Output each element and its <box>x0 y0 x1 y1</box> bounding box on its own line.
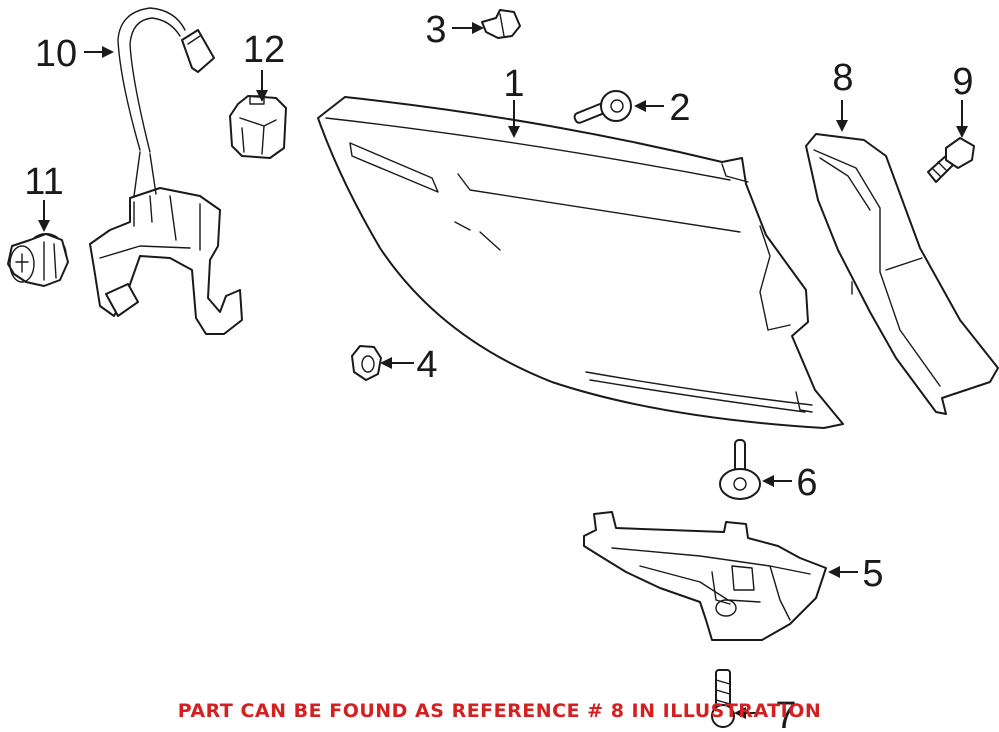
screw-2-part <box>573 90 632 124</box>
callout-11: 11 <box>24 161 63 203</box>
callout-9: 9 <box>952 61 973 103</box>
connector-12-part <box>229 95 287 159</box>
bolt-6-part <box>719 439 761 500</box>
tail-lamp-assembly-part <box>317 96 844 429</box>
callout-6: 6 <box>796 462 817 504</box>
callout-7: 7 <box>775 695 796 732</box>
bolt-9-part <box>927 137 975 183</box>
callout-2: 2 <box>669 87 690 129</box>
callout-4: 4 <box>416 344 437 386</box>
trim-panel-8-part <box>805 133 999 415</box>
nut-4-part <box>351 345 382 381</box>
bracket-5-part <box>583 511 827 641</box>
reference-notice: PART CAN BE FOUND AS REFERENCE # 8 IN IL… <box>177 700 822 722</box>
screw-7-part <box>711 669 735 728</box>
callout-10: 10 <box>35 33 77 75</box>
callout-1: 1 <box>503 63 524 105</box>
callout-5: 5 <box>862 553 883 595</box>
clip-3-part <box>481 9 521 39</box>
callout-3: 3 <box>425 9 446 51</box>
callout-12: 12 <box>243 29 285 71</box>
wiring-harness-10-part <box>89 7 243 335</box>
bulb-socket-11-part <box>7 233 69 287</box>
callout-8: 8 <box>832 57 853 99</box>
leader-lines <box>38 22 968 719</box>
